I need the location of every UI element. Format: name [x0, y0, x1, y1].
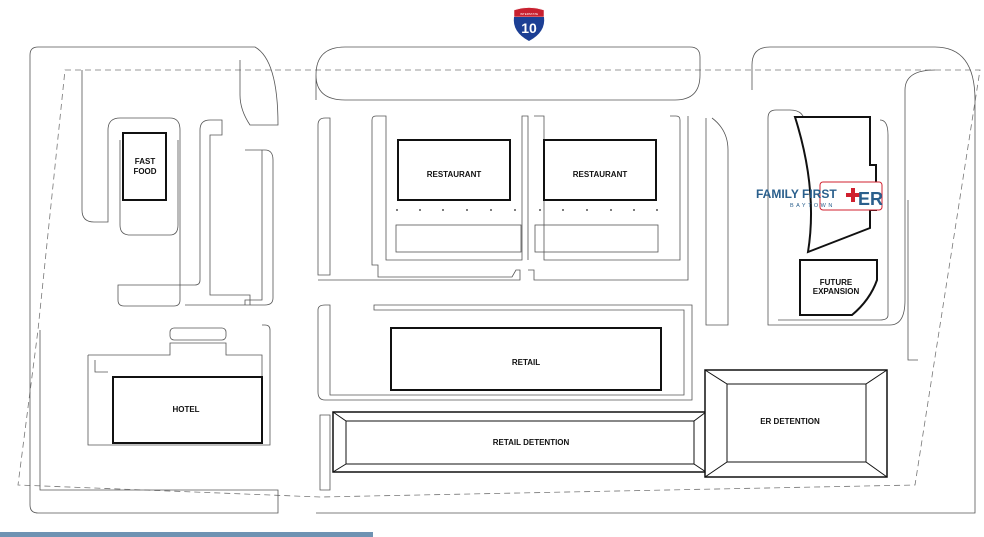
parking-row	[534, 224, 659, 253]
future-expansion-label: EXPANSION	[813, 287, 860, 296]
restaurant-label: RESTAURANT	[427, 170, 482, 179]
svg-text:BAYTOWN: BAYTOWN	[790, 203, 835, 209]
center-parcel-outline	[315, 46, 701, 101]
future-expansion-building	[799, 259, 878, 316]
future-expansion-label: FUTURE	[820, 278, 853, 287]
hotel-label: HOTEL	[172, 405, 199, 414]
svg-text:ER: ER	[858, 189, 883, 209]
svg-text:FAMILY FIRST: FAMILY FIRST	[756, 187, 837, 201]
hotel-building	[112, 376, 263, 444]
parking-dots	[396, 209, 658, 211]
fast-food-building	[122, 132, 167, 201]
property-line	[17, 69, 981, 498]
right-drive-aisles	[705, 69, 936, 326]
left-parcel-outline	[29, 46, 279, 514]
er-detention-label: ER DETENTION	[760, 417, 820, 426]
svg-text:INTERSTATE: INTERSTATE	[520, 12, 538, 16]
restaurant-building	[397, 139, 511, 201]
svg-text:10: 10	[521, 20, 537, 36]
retail-detention-label: RETAIL DETENTION	[493, 438, 570, 447]
retail-building	[390, 327, 662, 391]
accent-bar	[0, 532, 373, 537]
hotel-lot-outline	[87, 324, 271, 446]
parking-row	[395, 224, 522, 253]
restaurant-label: RESTAURANT	[573, 170, 628, 179]
fast-food-label: FAST	[135, 157, 156, 166]
retail-detention-pond	[332, 411, 707, 473]
interstate-10-shield-icon: INTERSTATE 10	[513, 7, 545, 41]
restaurant-building	[543, 139, 657, 201]
island	[169, 327, 227, 341]
fast-food-label: FOOD	[133, 167, 156, 176]
center-drive-aisles	[317, 115, 689, 281]
retail-label: RETAIL	[512, 358, 540, 367]
er-detention-pond	[704, 369, 888, 478]
family-first-er-logo: FAMILY FIRST BAYTOWN ER	[756, 181, 883, 211]
left-drive-aisles	[81, 70, 274, 307]
